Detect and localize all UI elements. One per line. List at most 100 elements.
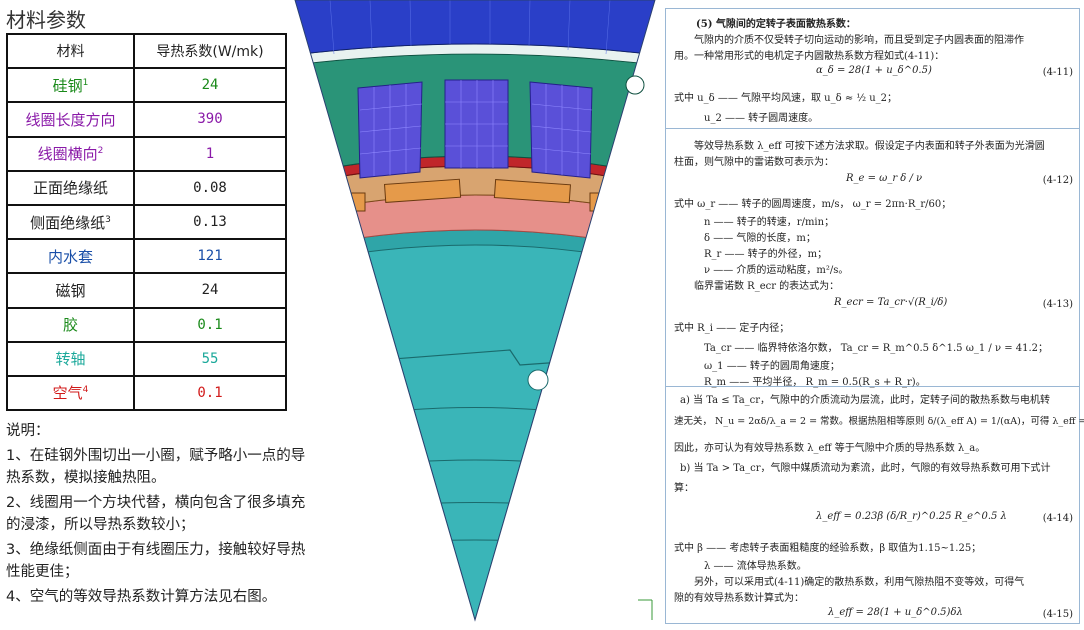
formula-4-14: λ_eff = 0.23β (δ/R_r)^0.25 R_e^0.5 λ [816, 511, 1007, 522]
table-row: 转轴 55 [6, 340, 287, 377]
formula-4-13: R_ecr = Ta_cr·√(R_i/δ) [834, 297, 948, 308]
table-row: 磁钢 24 [6, 272, 287, 309]
doc-where-line: 式中 ω_r —— 转子的圆周速度，m/s， ω_r = 2πn·R_r/60； [674, 199, 952, 210]
conductivity-value: 0.1 [133, 306, 287, 343]
doc-paragraph: a) 当 Ta ≤ Ta_cr，气隙中的介质流动为层流，此时，定转子间的散热系数… [680, 395, 1051, 406]
equation-number: (4-15) [1042, 609, 1073, 620]
material-name-text: 转轴 [55, 350, 86, 369]
note-item: 4、空气的等效导热系数计算方法见右图。 [6, 589, 277, 605]
note-item: 1、在硅钢外围切出一小圈，赋予略小一点的导热系数，模拟接触热阻。 [6, 448, 306, 486]
material-name-text: 侧面绝缘纸 [30, 213, 106, 232]
coil-slot [529, 81, 593, 179]
footnote-marker: 3 [105, 214, 111, 225]
doc-paragraph: 因此，亦可认为有效导热系数 λ_eff 等于气隙中介质的导热系数 λ_a。 [674, 443, 986, 454]
doc-where-line: n —— 转子的转速，r/min； [704, 217, 835, 228]
coil-grid [359, 80, 593, 176]
magnet-block [589, 192, 611, 212]
note-item: 3、绝缘纸侧面由于有线圈压力，接触较好导热性能更佳； [6, 542, 306, 580]
doc-section-reynolds: 等效导热系数 λ_eff 可按下述方法求取。假设定子内表面和转子外表面为光滑圆 … [666, 129, 1079, 388]
material-name: 侧面绝缘纸3 [6, 203, 135, 241]
material-name-text: 硅钢 [52, 76, 83, 95]
notes-heading: 说明： [6, 423, 50, 439]
doc-paragraph: 等效导热系数 λ_eff 可按下述方法求取。假设定子内表面和转子外表面为光滑圆 [694, 141, 1045, 152]
conductivity-value: 121 [133, 238, 287, 275]
table-row: 胶 0.1 [6, 306, 287, 343]
conductivity-value: 24 [133, 67, 287, 104]
material-name-text: 正面绝缘纸 [32, 179, 108, 198]
conductivity-value: 55 [133, 340, 287, 377]
formula-4-12: R_e = ω_r δ / ν [846, 173, 923, 184]
note-item: 2、线圈用一个方块代替，横向包含了很多填充的浸漆，所以导热系数较小； [6, 495, 306, 533]
material-name: 转轴 [6, 340, 135, 377]
formula-4-11: α_δ = 28(1 + u_δ^0.5) [816, 65, 932, 76]
sector-outline [294, 0, 656, 622]
doc-where-line: 式中 β —— 考虑转子表面粗糙度的经验系数，β 取值为1.15~1.25； [674, 543, 982, 554]
doc-paragraph: 气隙内的介质不仅受转子切向运动的影响，而且受到定子内圆表面的阻滞作 [694, 35, 1024, 46]
doc-paragraph: 临界雷诺数 R_ecr 的表达式为： [694, 281, 840, 292]
conductivity-value: 24 [133, 272, 287, 309]
doc-where-line: 式中 u_δ —— 气隙平均风速，取 u_δ ≈ ½ u_2； [674, 93, 898, 104]
material-name-text: 线圈长度方向 [25, 110, 116, 129]
air-hole [625, 75, 645, 95]
notes: 说明： 1、在硅钢外围切出一小圈，赋予略小一点的导热系数，模拟接触热阻。 2、线… [6, 420, 318, 611]
housing-grid [329, 0, 611, 55]
formula-document: (5) 气隙间的定转子表面散热系数： 气隙内的介质不仅受转子切向运动的影响，而且… [665, 8, 1084, 625]
motor-cross-section [294, 0, 656, 622]
material-name-text: 胶 [62, 316, 78, 335]
material-name: 空气4 [6, 374, 135, 412]
doc-where-line: 式中 R_i —— 定子内径； [674, 323, 790, 334]
doc-where-line: R_m —— 平均半径， R_m = 0.5(R_s + R_r)。 [704, 377, 926, 388]
magnet-block [383, 178, 462, 203]
material-name: 内水套 [6, 238, 135, 275]
conductivity-value: 1 [133, 135, 287, 172]
water-jacket [295, 0, 655, 59]
material-name-text: 空气 [52, 384, 83, 403]
doc-where-line: u_2 —— 转子圆周速度。 [704, 113, 819, 124]
material-name: 线圈长度方向 [6, 101, 135, 138]
material-name-text: 内水套 [47, 247, 93, 266]
doc-paragraph: b) 当 Ta > Ta_cr，气隙中媒质流动为紊流，此时，气隙的有效导热系数可… [680, 463, 1051, 474]
footnote-marker: 2 [97, 146, 104, 157]
conductivity-value: 0.08 [133, 169, 287, 206]
table-row: 正面绝缘纸 0.08 [6, 169, 287, 206]
material-name: 硅钢1 [6, 67, 135, 104]
doc-section-gap-heat: (5) 气隙间的定转子表面散热系数： 气隙内的介质不仅受转子切向运动的影响，而且… [666, 9, 1079, 129]
doc-paragraph: 柱面，则气隙中的雷诺数可表示为： [674, 157, 834, 168]
material-name-text: 磁钢 [55, 281, 86, 300]
doc-where-line: ν —— 介质的运动粘度，m²/s。 [704, 265, 849, 276]
equation-number: (4-14) [1042, 513, 1073, 524]
material-name: 线圈横向2 [6, 135, 135, 172]
footnote-marker: 1 [82, 77, 89, 88]
doc-paragraph: 用。一种常用形式的电机定子内圆散热系数方程如式(4-11)： [674, 51, 945, 62]
doc-paragraph: 算： [674, 483, 694, 494]
doc-paragraph: 另外，可以采用式(4-11)确定的散热系数，利用气隙热阻不变等效，可得气 [694, 577, 1025, 588]
doc-where-line: Ta_cr —— 临界特依洛尔数， Ta_cr = R_m^0.5 δ^1.5 … [704, 343, 1049, 354]
doc-paragraph: 隙的有效导热系数计算式为： [674, 593, 804, 604]
doc-where-line: δ —— 气隙的长度，m； [704, 233, 816, 244]
formula-4-15: λ_eff = 28(1 + u_δ^0.5)δλ [828, 607, 963, 618]
table-row: 内水套 121 [6, 238, 287, 275]
material-name-text: 线圈横向 [37, 145, 98, 164]
material-name: 正面绝缘纸 [6, 169, 135, 206]
doc-where-line: λ —— 流体导热系数。 [704, 561, 807, 572]
conductivity-value: 0.13 [133, 203, 287, 241]
air-hole [527, 369, 549, 391]
doc-section-effective-conductivity: a) 当 Ta ≤ Ta_cr，气隙中的介质流动为层流，此时，定转子间的散热系数… [666, 387, 1084, 625]
doc-where-line: ω_1 —— 转子的圆周角速度； [704, 361, 840, 372]
equation-number: (4-11) [1042, 67, 1073, 78]
footnote-marker: 4 [82, 385, 89, 396]
material-name: 胶 [6, 306, 135, 343]
material-name: 磁钢 [6, 272, 135, 309]
table-header-row: 材料 导热系数(W/mk) [6, 32, 287, 70]
equation-number: (4-13) [1042, 299, 1073, 310]
header-conductivity: 导热系数(W/mk) [133, 32, 287, 70]
section-heading: (5) 气隙间的定转子表面散热系数： [696, 19, 856, 30]
conductivity-value: 0.1 [133, 374, 287, 412]
axis-indicator [638, 599, 653, 620]
doc-where-line: R_r —— 转子的外径，m； [704, 249, 828, 260]
